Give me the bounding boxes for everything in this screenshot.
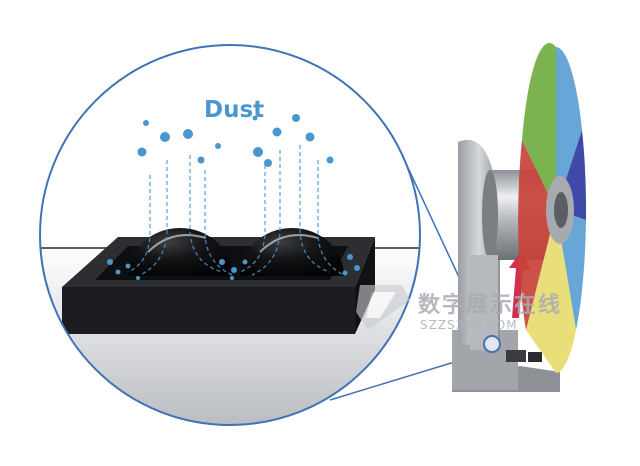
dust-label: Dust xyxy=(204,97,264,123)
watermark-url: SZZS360.COM xyxy=(420,318,518,332)
magnifier-outline xyxy=(39,44,421,426)
dust-particle-icon xyxy=(107,114,360,280)
watermark-site-name: 数字展示在线 xyxy=(418,293,563,318)
magnified-lens-view-icon xyxy=(40,45,420,425)
motor-assembly-icon xyxy=(452,139,560,392)
color-wheel-icon xyxy=(518,43,587,373)
watermark-logo-icon xyxy=(356,285,410,330)
airflow-lines xyxy=(127,145,345,276)
